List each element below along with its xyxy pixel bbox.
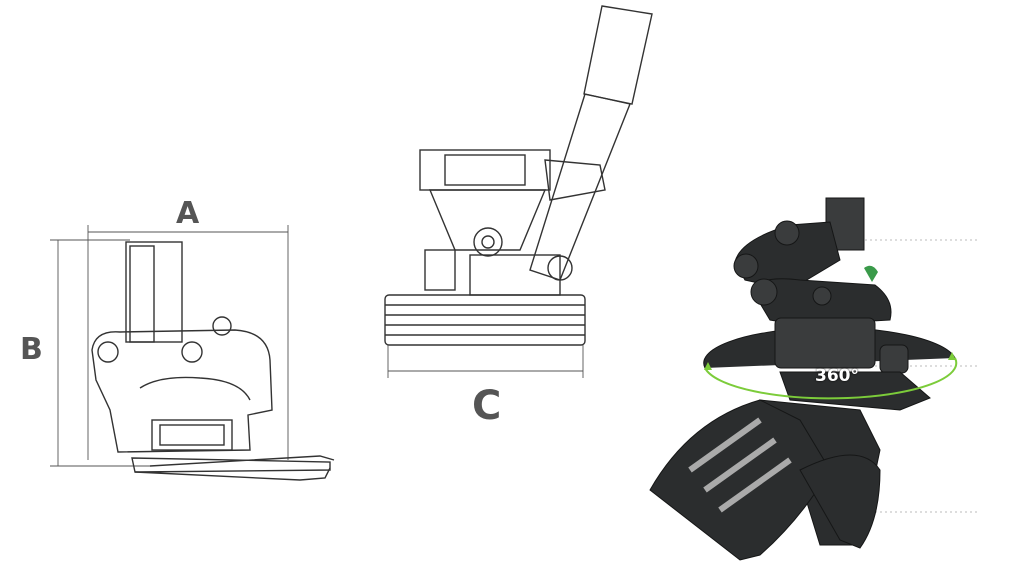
dimension-label-c: C — [472, 383, 502, 429]
side-view-drawing — [50, 225, 335, 481]
dimension-label-b: B — [20, 332, 43, 367]
dimension-label-a: A — [176, 196, 200, 231]
rotation-label: 360° — [815, 366, 859, 386]
rotator-render — [649, 197, 980, 561]
front-view-drawing — [384, 5, 653, 378]
rotation-ring — [704, 357, 958, 400]
